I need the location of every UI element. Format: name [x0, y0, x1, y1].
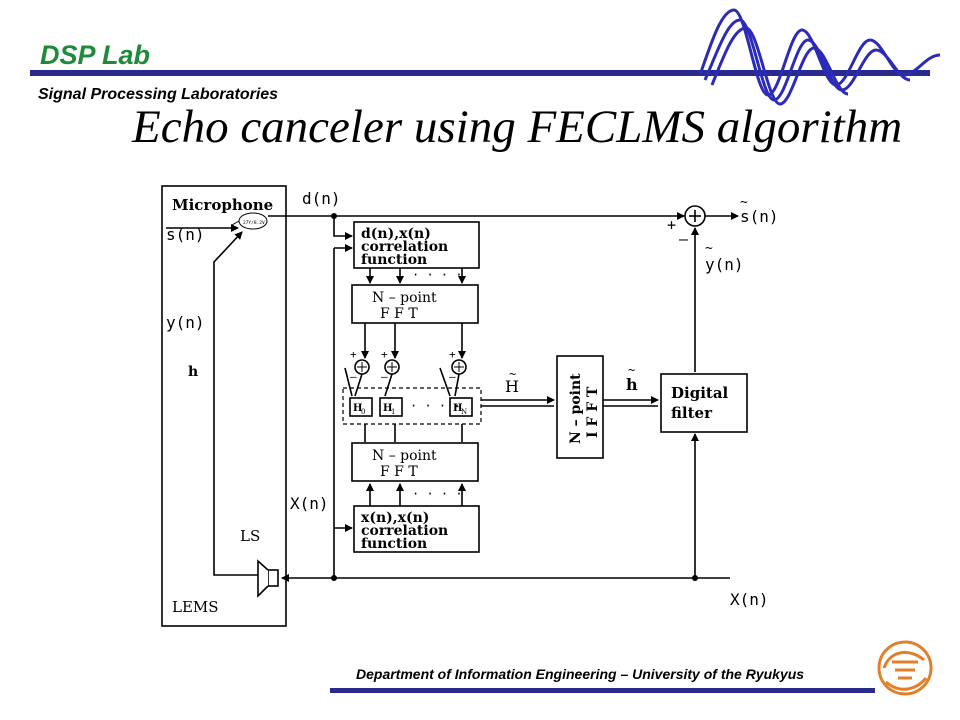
y-tilde-label: y(n)	[705, 255, 744, 274]
room-yn-label: y(n)	[166, 313, 205, 332]
svg-text:H: H	[353, 403, 362, 414]
lab-subtitle: Signal Processing Laboratories	[38, 86, 279, 103]
slide-title: Echo canceler using FECLMS algorithm	[132, 101, 903, 153]
svg-text:F F T: F F T	[380, 464, 418, 480]
lab-name: DSP Lab	[40, 40, 151, 70]
coeff-h1-box	[379, 397, 403, 417]
svg-text:0: 0	[361, 408, 365, 416]
wave-logo-icon	[698, 8, 941, 106]
dn-label: d(n)	[302, 189, 341, 208]
h-tilde-label: h	[626, 375, 638, 394]
sum-plus-sign: +	[667, 216, 676, 234]
coeff-sum-circles	[354, 359, 467, 375]
dx-correlation-block	[353, 221, 480, 269]
sum-minus-sign: –	[679, 230, 689, 248]
header-rule	[30, 70, 930, 76]
svg-text:function: function	[361, 252, 427, 268]
svg-text:correlation: correlation	[361, 523, 448, 539]
room-lems-label: LEMS	[172, 598, 219, 616]
coeff-hn-box	[449, 397, 473, 417]
svg-text:–: –	[381, 370, 388, 383]
svg-text:–: –	[350, 370, 357, 383]
svg-text:I F F T: I F F T	[585, 386, 601, 438]
room-h-label: h	[188, 364, 198, 380]
svg-text:correlation: correlation	[361, 239, 448, 255]
svg-text:~: ~	[509, 367, 516, 381]
footer-rule	[330, 688, 875, 693]
svg-text:F F T: F F T	[380, 306, 418, 322]
svg-text:1: 1	[391, 408, 395, 416]
ifft-block	[556, 355, 604, 459]
fft-top-block	[351, 284, 479, 324]
svg-text:d(n),x(n): d(n),x(n)	[361, 226, 431, 242]
svg-text:N – point: N – point	[372, 448, 437, 464]
dots-bottom: · · · ·	[412, 487, 463, 501]
svg-text:N – point: N – point	[568, 373, 584, 444]
microphone-label: Microphone	[172, 196, 273, 214]
svg-text:+: +	[381, 348, 388, 361]
xn-bottom-label: X(n)	[730, 590, 769, 609]
s-tilde-mark: ~	[740, 195, 748, 210]
svg-text:N – point: N – point	[372, 290, 437, 306]
H-tilde-label: H	[505, 377, 519, 396]
svg-text:+: +	[350, 348, 357, 361]
coeff-h0-box	[349, 397, 373, 417]
room-sn-label: s(n)	[166, 225, 205, 244]
svg-text:filter: filter	[671, 404, 713, 422]
y-tilde-mark: ~	[705, 241, 713, 256]
lems-room-box	[161, 185, 287, 627]
fft-bottom-block	[351, 442, 479, 482]
digital-filter-block	[660, 373, 748, 433]
loudspeaker-icon	[257, 559, 279, 598]
microphone-icon: 27Y/8.2V	[231, 212, 268, 230]
svg-text:~: ~	[628, 363, 635, 377]
svg-text:H: H	[383, 403, 392, 414]
svg-text:N: N	[461, 408, 467, 416]
echo-path-arrow	[213, 231, 262, 576]
svg-text:Digital: Digital	[671, 384, 729, 402]
dots-top: · · · ·	[412, 268, 463, 282]
svg-text:+: +	[449, 348, 456, 361]
dn-to-corr-arrow	[333, 216, 353, 240]
room-ls-label: LS	[240, 527, 260, 545]
svg-text:H: H	[453, 403, 462, 414]
svg-text:x(n),x(n): x(n),x(n)	[361, 510, 429, 526]
svg-text:function: function	[361, 536, 427, 552]
xn-left-label: X(n)	[290, 494, 329, 513]
xx-correlation-block	[353, 505, 480, 553]
footer-text: Department of Information Engineering – …	[356, 666, 805, 682]
s-tilde-label: s(n)	[740, 207, 779, 226]
svg-text:· · · ·: · · · ·	[410, 399, 461, 413]
svg-text:27Y/8.2V: 27Y/8.2V	[243, 220, 265, 226]
svg-text:–: –	[449, 370, 456, 383]
